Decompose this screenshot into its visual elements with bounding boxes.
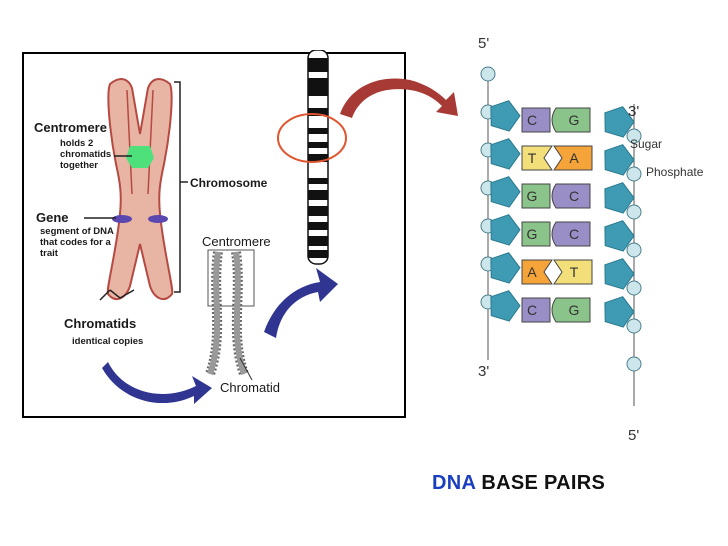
chromatid-sketch <box>205 249 255 381</box>
gene-label: Gene <box>36 210 69 225</box>
base-right-letter: G <box>569 112 580 128</box>
gene-band-left <box>112 215 132 223</box>
sugar-right <box>604 106 635 138</box>
gene-description: segment of DNA that codes for a trait <box>40 226 114 259</box>
centromere-marker <box>126 146 154 168</box>
base-right-letter: C <box>569 188 579 204</box>
sugar-left <box>490 290 521 322</box>
sugar-left <box>490 214 521 246</box>
end-label-top-left: 5' <box>478 35 489 52</box>
phosphate-right <box>626 204 642 220</box>
base-right <box>553 145 593 171</box>
sugar-right <box>604 144 635 176</box>
chromatid-label: Chromatid <box>220 380 280 395</box>
base-right-letter: C <box>569 226 579 242</box>
caption-highlight: DNA <box>432 472 476 494</box>
phosphate-label: Phosphate <box>646 165 704 179</box>
phosphate-left <box>480 66 496 82</box>
base-left-letter: T <box>528 150 537 166</box>
red-arrow <box>340 78 458 118</box>
phosphate-right <box>626 242 642 258</box>
chromatids-label: Chromatids <box>64 316 137 331</box>
phosphate-right <box>626 166 642 182</box>
gene-band-right <box>148 215 168 223</box>
phosphate-right <box>626 318 642 334</box>
chromatids-description: identical copies <box>72 336 144 347</box>
chromosome-label: Chromosome <box>190 176 268 190</box>
karyotype-bar <box>307 50 329 265</box>
phosphate-right <box>626 280 642 296</box>
end-label-top-right: 3' <box>628 103 639 120</box>
base-left-letter: A <box>527 264 537 280</box>
base-right-letter: G <box>569 302 580 318</box>
sugar-left <box>490 252 521 284</box>
end-label-bottom-right: 5' <box>628 427 639 444</box>
base-left-letter: G <box>527 226 538 242</box>
base-left <box>521 183 551 209</box>
sugar-left <box>490 100 521 132</box>
blue-arrow-bottom <box>102 362 212 404</box>
sugar-left <box>490 176 521 208</box>
blue-arrow-right <box>264 268 338 338</box>
sugar-right <box>604 220 635 252</box>
centromere-label-2: Centromere <box>202 234 271 249</box>
base-right <box>551 107 591 133</box>
sugar-right <box>604 258 635 290</box>
highlight-circle <box>277 113 347 163</box>
base-left <box>521 259 553 285</box>
base-left-letter: C <box>527 112 537 128</box>
base-right-letter: T <box>570 264 579 280</box>
base-right <box>551 221 591 247</box>
sugar-right <box>604 182 635 214</box>
karyotype-graphic <box>277 50 458 265</box>
sugar-left <box>490 138 521 170</box>
base-right-letter: A <box>569 150 579 166</box>
sugar-right <box>604 296 635 328</box>
base-left-letter: G <box>527 188 538 204</box>
base-right <box>551 297 591 323</box>
centromere-description: holds 2 chromatids together <box>60 138 112 171</box>
phosphate-right <box>626 356 642 372</box>
phosphate-right <box>626 128 642 144</box>
chromosome-illustration <box>84 78 338 404</box>
base-left-letter: C <box>527 302 537 318</box>
chromosome-shape <box>106 78 174 301</box>
sugar-label: Sugar <box>630 137 662 151</box>
base-left <box>521 221 551 247</box>
base-right <box>553 259 593 285</box>
end-label-bottom-left: 3' <box>478 363 489 380</box>
base-left <box>521 107 551 133</box>
base-right <box>551 183 591 209</box>
base-left <box>521 145 553 171</box>
caption-rest: BASE PAIRS <box>481 472 606 494</box>
centromere-label: Centromere <box>34 120 107 135</box>
base-left <box>521 297 551 323</box>
dna-caption: DNA BASE PAIRS <box>432 472 605 495</box>
